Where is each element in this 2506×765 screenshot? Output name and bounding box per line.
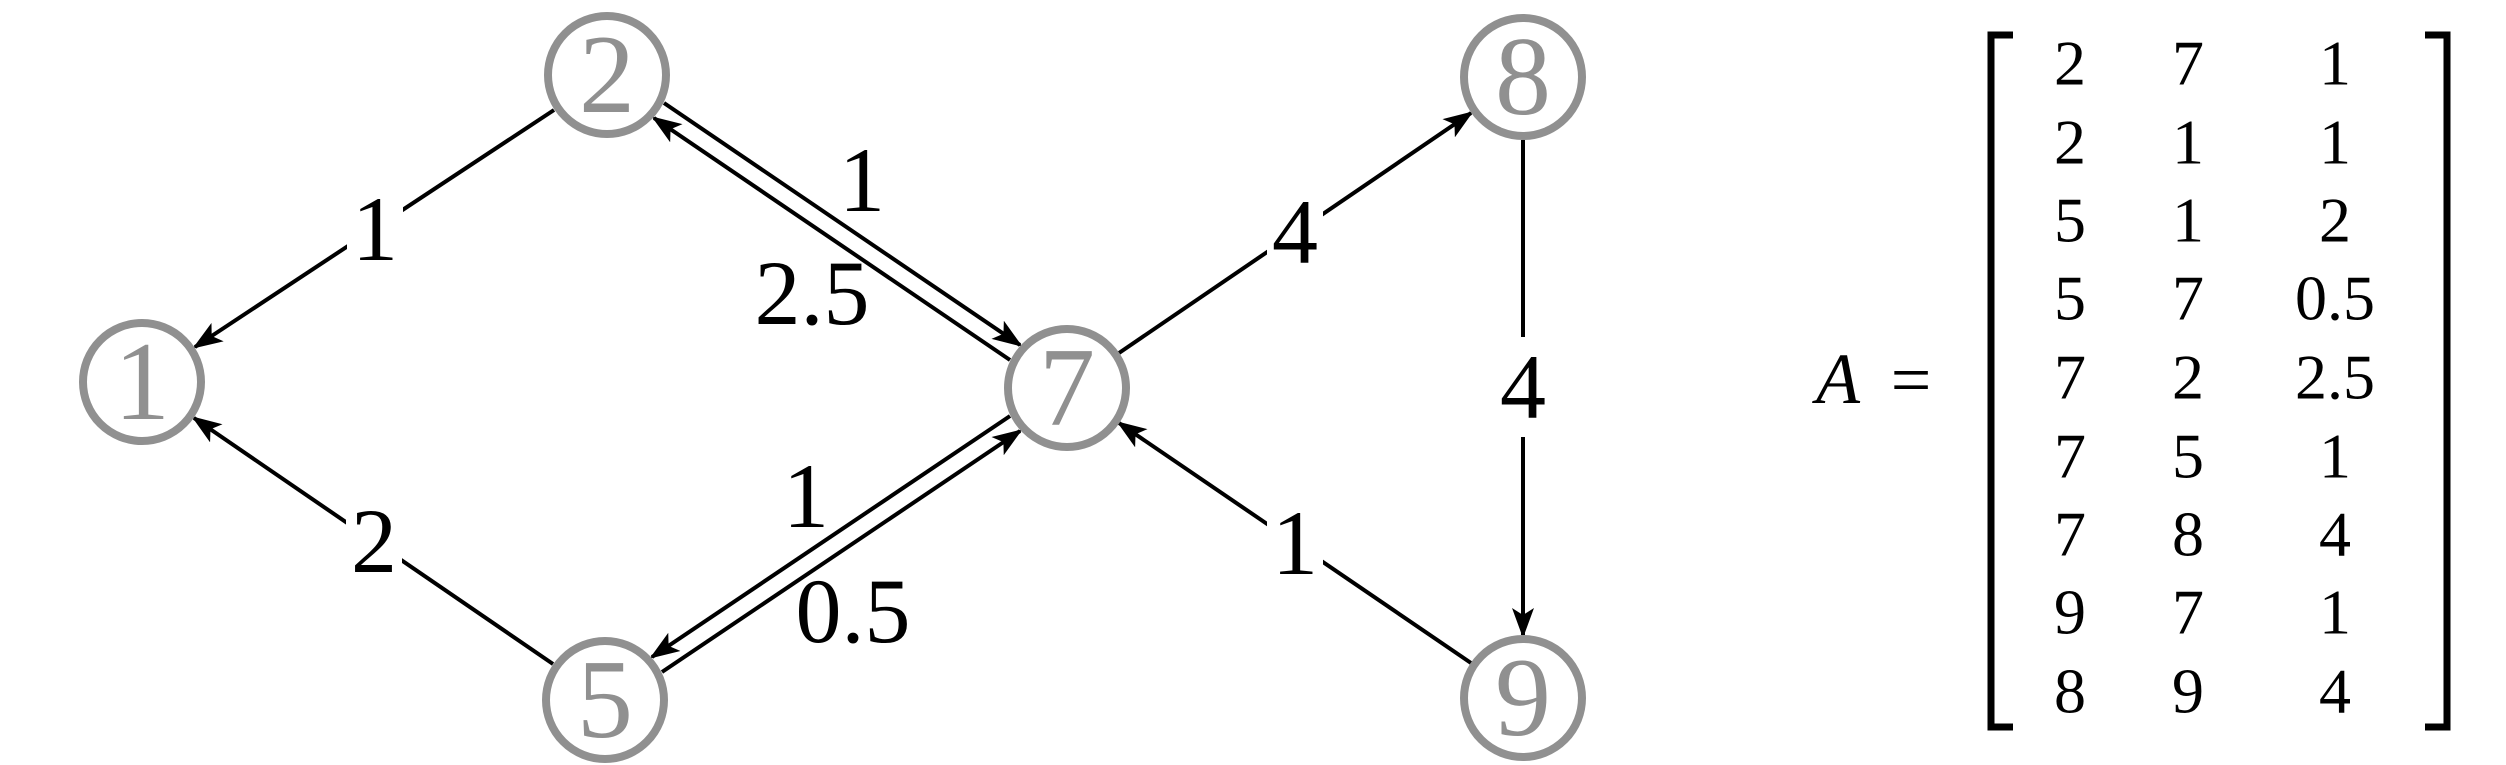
graph-nodes: 1 2 5 7 8 9 [79,12,1586,763]
matrix-cell-r7c1: 7 [2172,577,2204,648]
edge-9-7-weight: 1 [1272,492,1318,594]
matrix-cell-r1c0: 2 [2054,107,2086,178]
matrix-cell-r0c2: 1 [2319,28,2351,99]
matrix-cell-r5c1: 5 [2172,421,2204,492]
node-5-label: 5 [577,638,633,762]
node-1: 1 [79,319,205,445]
label-mask [346,491,402,591]
matrix-cell-r8c1: 9 [2172,656,2204,727]
node-1-circle [79,319,205,445]
label-mask [1267,182,1323,282]
matrix-cell-r7c0: 9 [2054,577,2086,648]
edge-list-matrix: A = 2 7 1 2 1 1 5 1 2 5 7 0.5 7 2 2.5 7 … [1812,28,2451,731]
node-7: 7 [1004,325,1130,451]
label-mask [1495,337,1551,437]
node-1-label: 1 [114,320,170,444]
matrix-cell-r4c1: 2 [2172,342,2204,413]
matrix-name: A [1812,339,1861,419]
edge-8-9-weight: 4 [1500,336,1546,438]
matrix-cells: 2 7 1 2 1 1 5 1 2 5 7 0.5 7 2 2.5 7 5 1 … [2054,28,2375,727]
edge-7-5-line [649,414,1012,659]
matrix-cell-r6c2: 4 [2319,499,2351,570]
matrix-cell-r2c2: 2 [2319,185,2351,256]
node-9: 9 [1460,635,1586,761]
matrix-cell-r2c1: 1 [2172,185,2204,256]
matrix-left-bracket [1987,31,2013,731]
edge-7-8-weight: 4 [1272,181,1318,283]
node-8-circle [1460,14,1586,140]
matrix-cell-r8c0: 8 [2054,656,2086,727]
edge-label-masks [346,179,1551,593]
matrix-cell-r1c1: 1 [2172,107,2204,178]
matrix-cell-r0c0: 2 [2054,28,2086,99]
matrix-equals-sign: = [1891,340,1932,420]
edge-5-7-weight: 0.5 [796,560,911,662]
node-8-label: 8 [1495,15,1551,139]
node-9-circle [1460,635,1586,761]
matrix-cell-r5c0: 7 [2054,421,2086,492]
matrix-cell-r3c1: 7 [2172,263,2204,334]
node-2-label: 2 [579,13,635,137]
node-2: 2 [544,12,670,138]
edge-7-5-weight: 1 [783,445,829,547]
edge-2-7-line [662,101,1023,347]
matrix-cell-r2c0: 5 [2054,185,2086,256]
edge-weight-labels: 1 2 1 2.5 1 0.5 4 4 1 [351,129,1546,662]
matrix-cell-r4c2: 2.5 [2295,342,2375,413]
node-7-label: 7 [1039,326,1095,450]
matrix-cell-r5c2: 1 [2319,421,2351,492]
matrix-cell-r7c2: 1 [2319,577,2351,648]
node-7-circle [1004,325,1130,451]
node-5: 5 [542,637,668,763]
label-mask [347,179,403,279]
matrix-cell-r6c1: 8 [2172,499,2204,570]
label-mask [1267,493,1323,593]
edge-7-2-weight: 2.5 [755,242,870,344]
node-9-label: 9 [1495,636,1551,760]
edge-5-1-weight: 2 [351,490,397,592]
matrix-cell-r4c0: 7 [2054,342,2086,413]
node-8: 8 [1460,14,1586,140]
matrix-cell-r3c2: 0.5 [2295,263,2375,334]
edge-7-2-line [651,116,1012,362]
node-2-circle [544,12,670,138]
node-5-circle [542,637,668,763]
matrix-cell-r6c0: 7 [2054,499,2086,570]
edge-2-7-weight: 1 [839,129,885,231]
matrix-cell-r1c2: 1 [2319,107,2351,178]
matrix-cell-r0c1: 7 [2172,28,2204,99]
matrix-cell-r3c0: 5 [2054,263,2086,334]
edge-5-7-line [660,429,1023,674]
edge-2-1-weight: 1 [352,178,398,280]
matrix-cell-r8c2: 4 [2319,656,2351,727]
matrix-right-bracket [2425,31,2451,731]
